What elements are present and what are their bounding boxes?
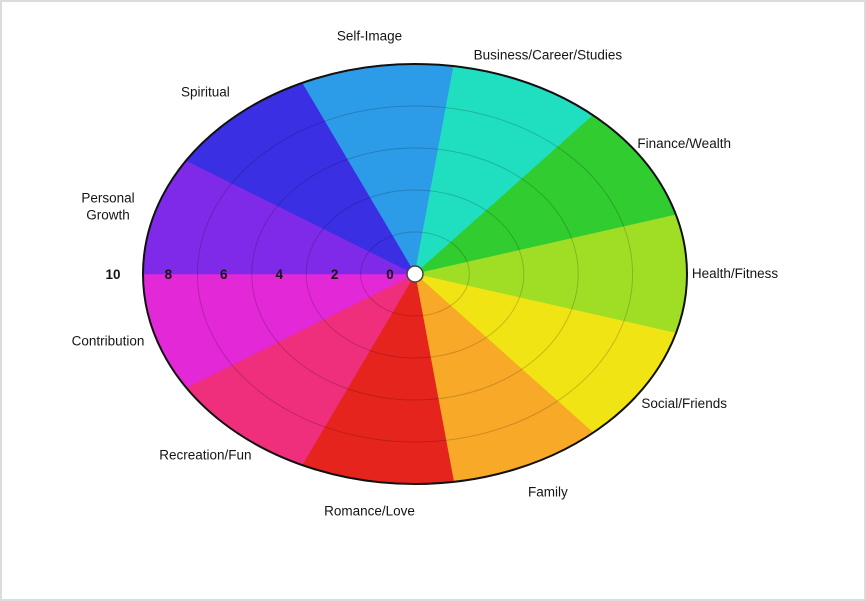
category-label-social-friends: Social/Friends — [641, 396, 727, 411]
category-label-finance-wealth: Finance/Wealth — [637, 136, 731, 151]
wheel-center-dot — [406, 265, 424, 283]
category-label-business-career-studies: Business/Career/Studies — [474, 48, 623, 63]
gridline-ring-4 — [305, 189, 525, 359]
category-label-line: Growth — [86, 207, 130, 222]
category-label-contribution: Contribution — [72, 334, 145, 349]
gridline-ring-2 — [360, 231, 470, 317]
category-label-health-fitness: Health/Fitness — [692, 266, 779, 281]
scale-tick-label-6: 6 — [220, 267, 228, 282]
category-label-spiritual: Spiritual — [181, 85, 230, 100]
scale-tick-label-0: 0 — [386, 267, 394, 282]
scale-tick-label-2: 2 — [331, 267, 339, 282]
category-label-romance-love: Romance/Love — [324, 504, 415, 519]
category-label-recreation-fun: Recreation/Fun — [159, 447, 251, 462]
gridline-ring-6 — [251, 147, 579, 401]
category-label-self-image: Self-Image — [337, 28, 402, 43]
scale-tick-label-10: 10 — [105, 267, 120, 282]
category-label-line: Personal — [81, 190, 134, 205]
scale-tick-label-4: 4 — [275, 267, 283, 282]
scale-tick-label-8: 8 — [165, 267, 173, 282]
wheel-outer-rim — [142, 63, 688, 485]
gridline-ring-8 — [196, 105, 634, 443]
category-label-family: Family — [528, 484, 568, 499]
